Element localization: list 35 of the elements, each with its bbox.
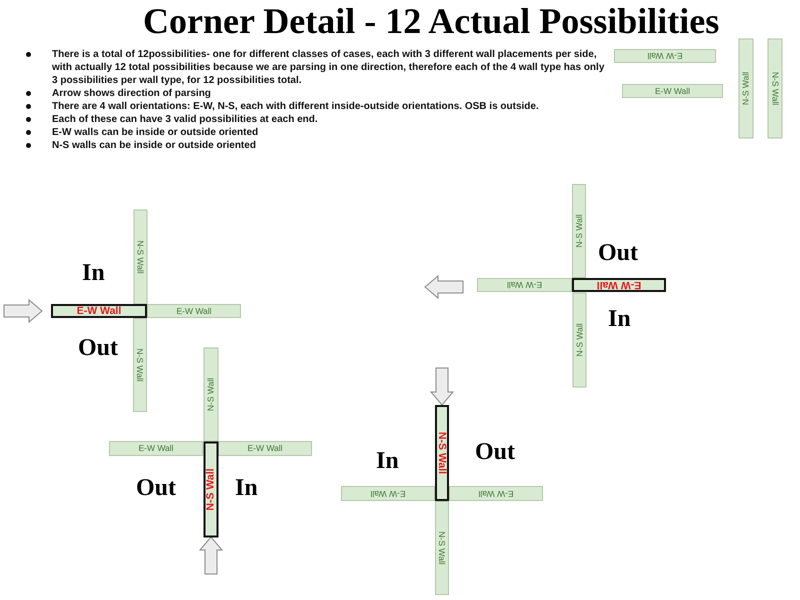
bullet-text: Each of these can have 3 valid possibilities at each end.	[52, 113, 319, 126]
wall-segment: N-S Wall	[767, 38, 782, 138]
highlighted-wall-segment: E-W Wall	[51, 304, 147, 318]
wall-segment: E-W Wall	[109, 441, 203, 456]
wall-segment: N-S Wall	[203, 347, 218, 441]
side-label: In	[608, 307, 631, 331]
side-label: In	[235, 476, 258, 500]
side-label: In	[376, 449, 399, 473]
wall-segment: E-W Wall	[341, 486, 435, 501]
wall-segment: N-S Wall	[133, 209, 147, 304]
highlighted-wall-segment: E-W Wall	[572, 278, 666, 292]
side-label: Out	[78, 336, 118, 360]
side-label: Out	[598, 241, 638, 265]
wall-segment: N-S Wall	[572, 184, 586, 278]
wall-segment: E-W Wall	[147, 304, 241, 318]
bullet-text: Arrow shows direction of parsing	[52, 87, 212, 100]
bullet-text: E-W walls can be inside or outside oriented	[52, 126, 260, 139]
highlighted-wall-segment: N-S Wall	[435, 405, 449, 501]
wall-segment: E-W Wall	[622, 84, 723, 98]
side-label: Out	[136, 476, 176, 500]
wall-segment: N-S Wall	[572, 292, 586, 387]
wall-segment: E-W Wall	[614, 49, 716, 63]
wall-segment: E-W Wall	[449, 486, 543, 501]
title: Corner Detail - 12 Actual Possibilities	[143, 3, 720, 39]
bullet-text: N-S walls can be inside or outside oriented	[52, 139, 257, 152]
wall-segment: E-W Wall	[218, 441, 312, 456]
bullet-text: There is a total of 12possibilities- one for different classes of cases, each with 3 different wall placements per side, with actually 12 total possibilities because we are parsing in one direction, therefore each of the 4 wall type has only 3 possibilities per wall type, for 12 possibilities total.	[52, 48, 606, 87]
wall-segment: N-S Wall	[133, 318, 147, 412]
side-label: In	[82, 261, 105, 285]
wall-segment: N-S Wall	[738, 38, 753, 138]
highlighted-wall-segment: N-S Wall	[203, 441, 218, 537]
bullet-text: There are 4 wall orientations: E-W, N-S, each with different inside-outside orientations. OSB is outside.	[52, 100, 540, 113]
wall-segment: N-S Wall	[435, 501, 449, 595]
side-label: Out	[475, 440, 516, 464]
wall-segment: E-W Wall	[477, 278, 572, 292]
